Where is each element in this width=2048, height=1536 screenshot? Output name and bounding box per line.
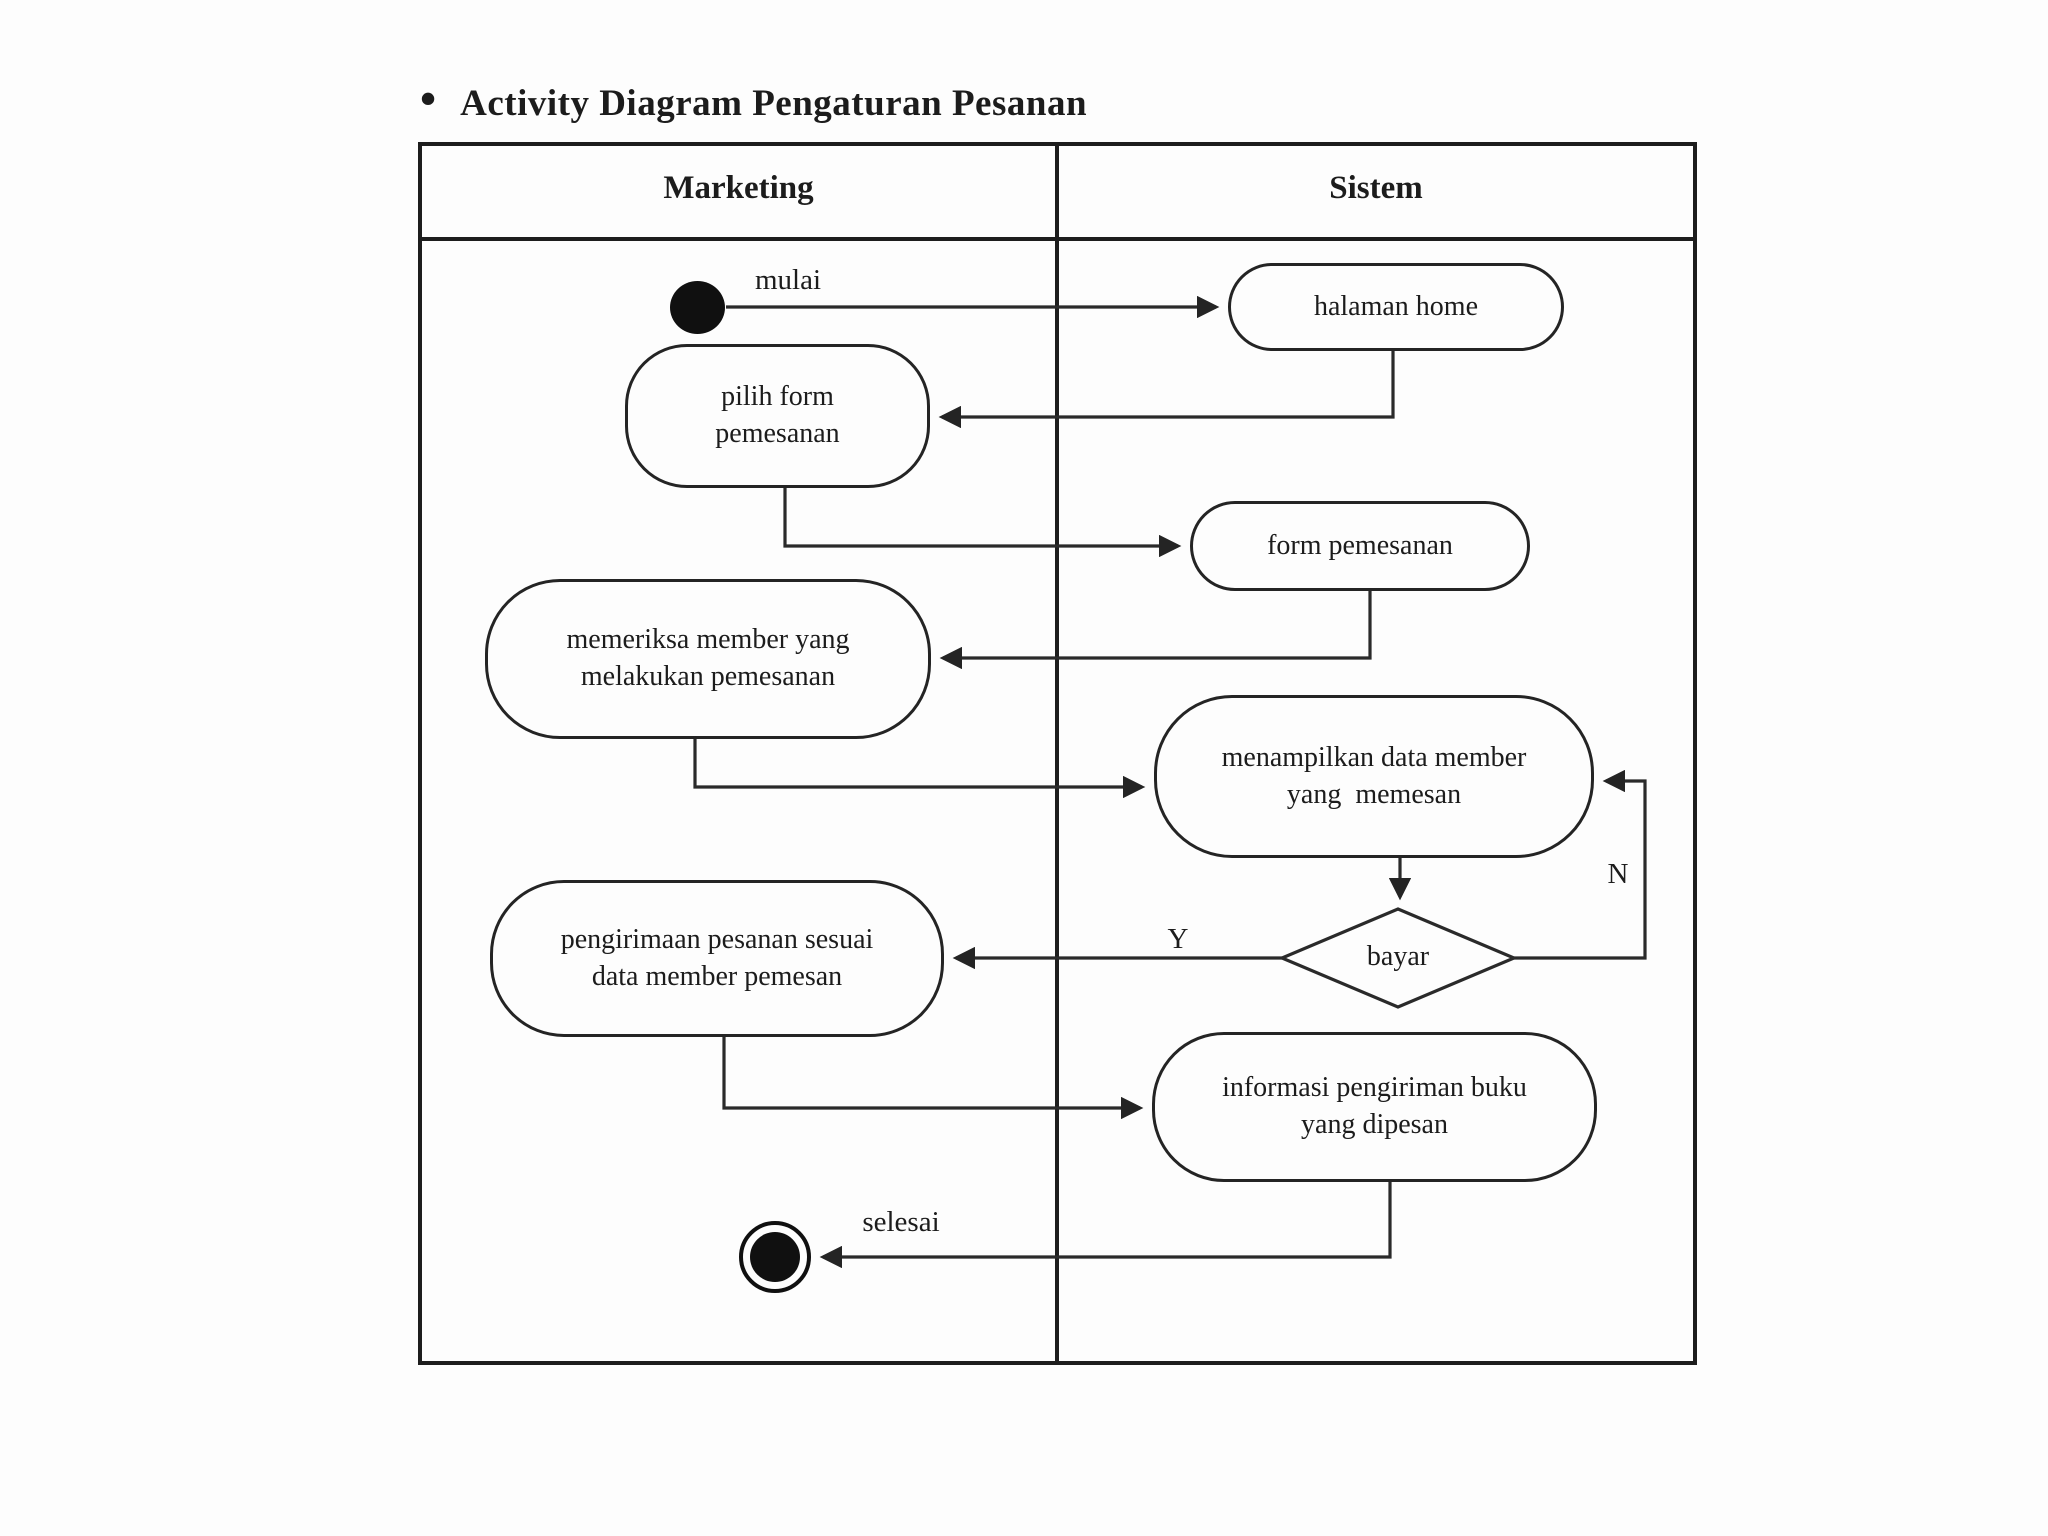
edge-label-yes: Y: [1167, 923, 1189, 955]
activity-label-line2: data member pemesan: [591, 960, 843, 992]
activity-informasi-pengiriman: informasi pengiriman buku yang dipesan: [1152, 1032, 1597, 1182]
activity-label-line1: pengirimaan pesanan sesuai: [560, 923, 874, 955]
activity-pilih-form-pemesanan: pilih form pemesanan: [625, 344, 930, 488]
decision-label-bayar: bayar: [1366, 941, 1430, 972]
diagram-title: • Activity Diagram Pengaturan Pesanan: [420, 76, 1088, 126]
activity-pengirimaan-pesanan: pengirimaan pesanan sesuai data member p…: [490, 880, 944, 1037]
end-label: selesai: [862, 1206, 940, 1238]
activity-label-line2: yang memesan: [1286, 778, 1462, 810]
end-node-icon: [739, 1221, 811, 1293]
activity-label: halaman home: [1313, 290, 1479, 322]
title-text: Activity Diagram Pengaturan Pesanan: [460, 82, 1088, 124]
activity-form-pemesanan: form pemesanan: [1190, 501, 1530, 591]
start-label: mulai: [754, 264, 822, 296]
lane-divider-line: [1055, 142, 1059, 1365]
activity-label-line2: pemesanan: [715, 418, 840, 449]
activity-label-line1: pilih form: [721, 381, 834, 413]
activity-label: form pemesanan: [1267, 529, 1453, 561]
activity-label-line2: yang dipesan: [1301, 1109, 1448, 1140]
activity-label-line1: informasi pengiriman buku: [1222, 1072, 1527, 1104]
bullet-icon: •: [420, 73, 437, 124]
end-node-inner-dot: [750, 1232, 800, 1282]
activity-label-line2: melakukan pemesanan: [580, 661, 836, 692]
activity-menampilkan-data-member: menampilkan data member yang memesan: [1154, 695, 1594, 858]
edge-label-no: N: [1607, 858, 1629, 890]
start-node-icon: [670, 281, 725, 334]
activity-label-line1: memeriksa member yang: [566, 624, 850, 656]
lane-header-sistem: Sistem: [1329, 169, 1423, 206]
activity-label-line1: menampilkan data member: [1221, 741, 1527, 773]
lane-header-marketing: Marketing: [663, 169, 814, 206]
activity-memeriksa-member: memeriksa member yang melakukan pemesana…: [485, 579, 931, 739]
activity-halaman-home: halaman home: [1228, 263, 1564, 351]
